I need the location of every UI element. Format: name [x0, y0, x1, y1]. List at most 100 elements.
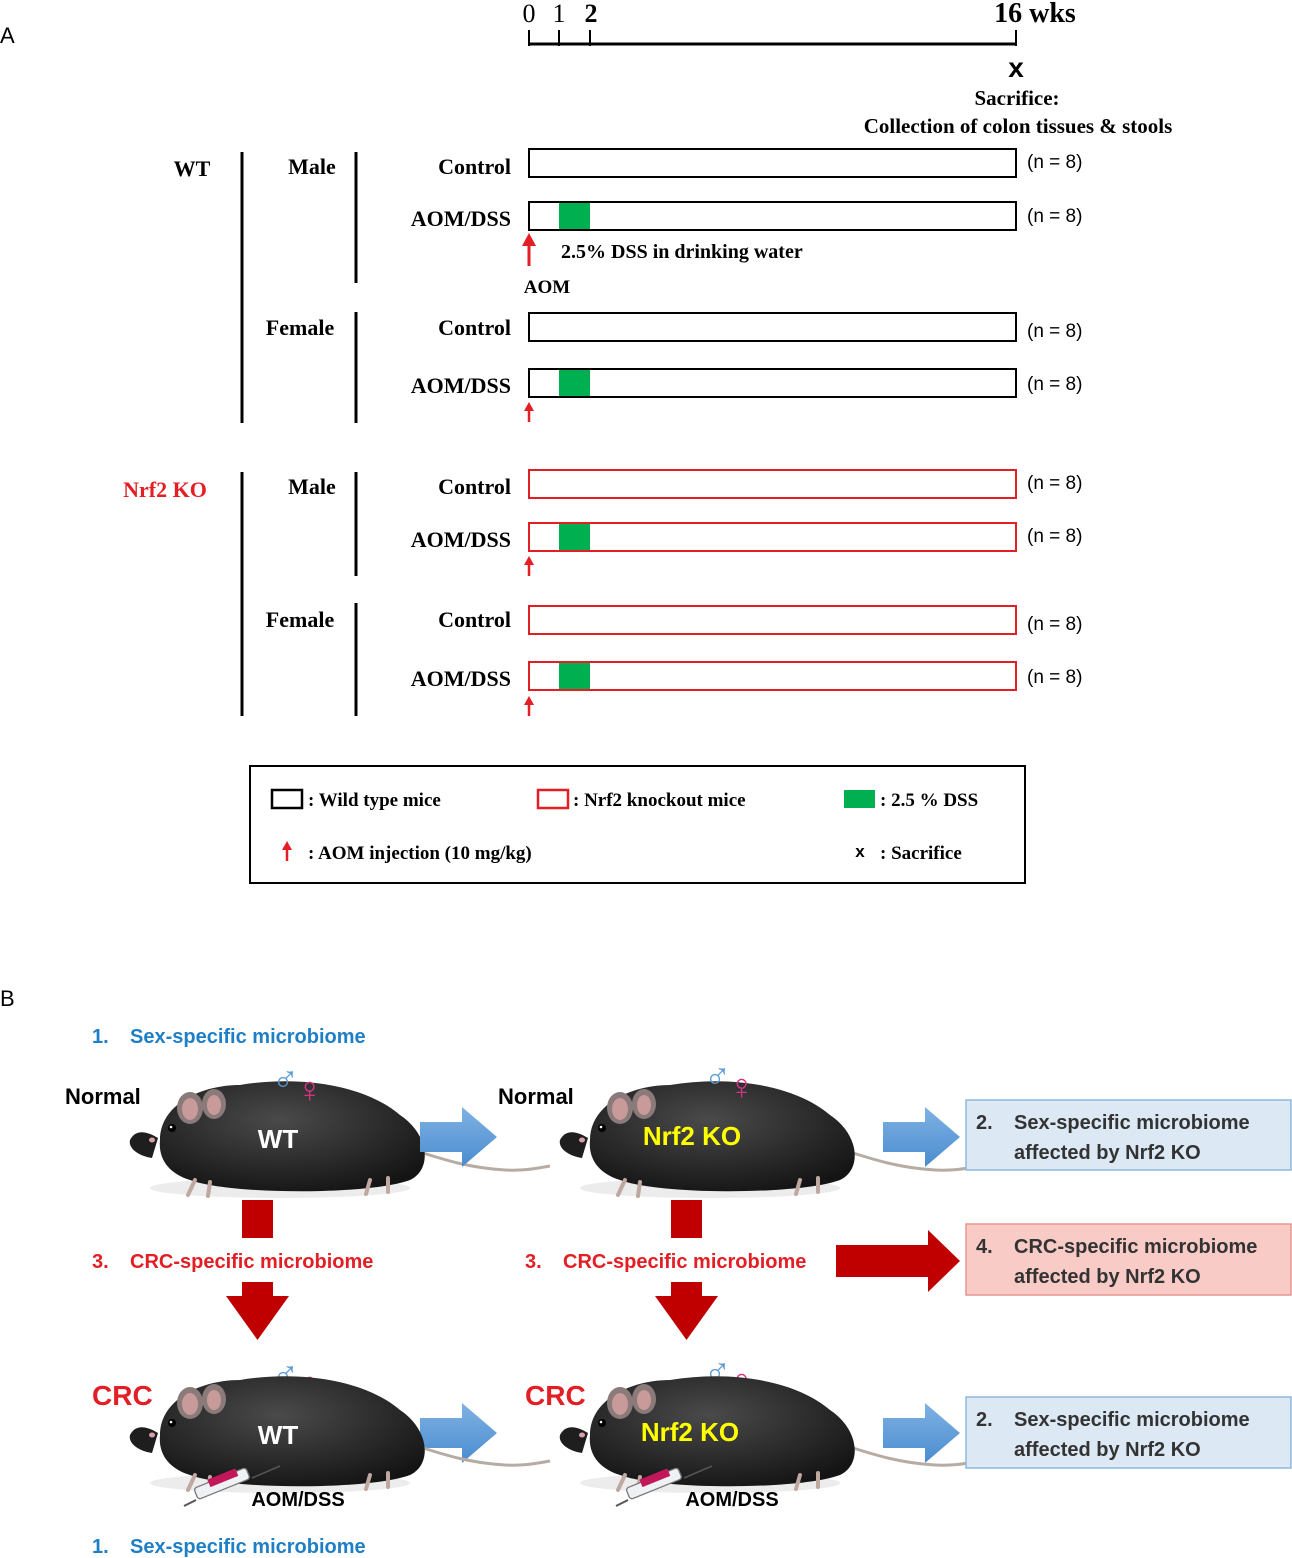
sex-label-ko-female: Female [266, 607, 335, 632]
legend-wt-swatch [270, 788, 304, 810]
result-box-2-bottom-num: 2. [976, 1409, 993, 1431]
aom-arrow-icon [524, 402, 534, 422]
n-label: (n = 8) [1027, 321, 1082, 342]
panel-b-label: B [0, 986, 15, 1011]
sex-label-wt-male: Male [288, 154, 336, 179]
genotype-ko-label: Nrf2 KO [123, 477, 207, 502]
legend-dss: : 2.5 % DSS [880, 790, 978, 811]
red-arrow-right-icon [836, 1230, 960, 1292]
crc-label-wt: CRC [92, 1380, 153, 1411]
male-symbol-icon: ♂ [704, 1054, 731, 1095]
legend-dss-swatch [844, 790, 875, 808]
aom-arrow-icon [524, 556, 534, 576]
mouse-ko-label: Nrf2 KO [643, 1121, 741, 1151]
mouse-wt-crc-label: WT [258, 1420, 299, 1450]
group-label-aomdss: AOM/DSS [411, 666, 511, 691]
result-box-4-num: 4. [976, 1236, 993, 1258]
bar-ko-female-aomdss [528, 661, 1017, 691]
bar-wt-male-aomdss [528, 201, 1017, 231]
step3-wt-text: CRC-specific microbiome [130, 1251, 373, 1273]
result-box-2-bottom-line2: affected by Nrf2 KO [1014, 1439, 1201, 1461]
sex-label-ko-male: Male [288, 474, 336, 499]
n-label: (n = 8) [1027, 526, 1082, 547]
group-brackets [240, 152, 358, 716]
result-box-2-bottom: 2. Sex-specific microbiome affected by N… [965, 1396, 1292, 1469]
bar-wt-male-control [528, 148, 1017, 178]
group-label-control: Control [438, 154, 511, 179]
aom-arrow-icon [522, 233, 536, 266]
treatment-label-ko: AOM/DSS [685, 1489, 778, 1511]
n-label: (n = 8) [1027, 667, 1082, 688]
blue-arrow-icon [420, 1107, 497, 1167]
mouse-wt-label: WT [258, 1124, 299, 1154]
bar-ko-male-aomdss [528, 522, 1017, 552]
legend-knockout: : Nrf2 knockout mice [573, 790, 746, 811]
n-label: (n = 8) [1027, 614, 1082, 635]
bar-wt-female-aomdss [528, 368, 1017, 398]
step3-wt-num: 3. [92, 1251, 109, 1273]
result-box-2-top: 2. Sex-specific microbiome affected by N… [965, 1099, 1292, 1171]
timeline-tick-16: 16 wks [994, 0, 1076, 29]
group-label-control: Control [438, 315, 511, 340]
group-label-control: Control [438, 607, 511, 632]
normal-label-wt: Normal [65, 1084, 141, 1109]
result-box-4: 4. CRC-specific microbiome affected by N… [965, 1223, 1292, 1296]
result-box-4-line1: CRC-specific microbiome [1014, 1236, 1257, 1258]
normal-label-ko: Normal [498, 1084, 574, 1109]
legend-sacrifice: : Sacrifice [880, 843, 962, 864]
crc-label-ko: CRC [525, 1380, 586, 1411]
step1-top-text: Sex-specific microbiome [130, 1026, 366, 1048]
dss-block [559, 370, 590, 396]
sex-label-wt-female: Female [266, 315, 335, 340]
dss-block [559, 524, 590, 550]
group-label-aomdss: AOM/DSS [411, 527, 511, 552]
n-label: (n = 8) [1027, 152, 1082, 173]
aom-arrow-icon [524, 696, 534, 716]
result-box-2-top-line1: Sex-specific microbiome [1014, 1112, 1250, 1134]
male-symbol-icon: ♂ [272, 1057, 299, 1098]
female-symbol-icon: ♀ [728, 1066, 755, 1107]
bar-ko-male-control [528, 469, 1017, 499]
red-arrow-down-icon [226, 1200, 289, 1340]
aom-label: AOM [524, 277, 571, 298]
timeline-tick-2: 2 [585, 0, 598, 28]
legend-sacrifice-icon: x [855, 842, 865, 861]
sacrifice-mark-icon: x [1008, 52, 1024, 83]
result-box-4-line2: affected by Nrf2 KO [1014, 1266, 1201, 1288]
timeline-tick-0: 0 [523, 0, 536, 28]
genotype-wt-label: WT [174, 156, 211, 181]
female-symbol-icon: ♀ [296, 1069, 323, 1110]
blue-arrow-icon [883, 1403, 960, 1463]
sacrifice-title: Sacrifice: [974, 86, 1059, 110]
result-box-2-bottom-line1: Sex-specific microbiome [1014, 1409, 1250, 1431]
legend-wild-type: : Wild type mice [308, 790, 441, 811]
treatment-label-wt: AOM/DSS [251, 1489, 344, 1511]
n-label: (n = 8) [1027, 374, 1082, 395]
dss-block [559, 203, 590, 229]
n-label: (n = 8) [1027, 473, 1082, 494]
n-label: (n = 8) [1027, 206, 1082, 227]
timeline-tick-1: 1 [553, 0, 566, 28]
bar-ko-female-control [528, 605, 1017, 635]
red-arrow-down-icon [655, 1200, 718, 1340]
result-box-2-top-num: 2. [976, 1112, 993, 1134]
legend-ko-swatch [536, 788, 570, 810]
bar-wt-female-control [528, 312, 1017, 342]
panel-a-label: A [0, 23, 15, 48]
timeline: 0 1 2 16 wks x Sacrifice: Collection of … [523, 0, 1173, 138]
dss-note: 2.5% DSS in drinking water [561, 241, 803, 263]
blue-arrow-icon [883, 1107, 960, 1167]
legend-aom: : AOM injection (10 mg/kg) [308, 843, 532, 864]
step1-bottom-num: 1. [92, 1536, 109, 1558]
step3-ko-text: CRC-specific microbiome [563, 1251, 806, 1273]
group-label-control: Control [438, 474, 511, 499]
dss-block [559, 663, 590, 689]
legend: : Wild type mice : Nrf2 knockout mice : … [249, 765, 1026, 884]
step1-top-num: 1. [92, 1026, 109, 1048]
sacrifice-detail: Collection of colon tissues & stools [864, 114, 1173, 138]
blue-arrow-icon [420, 1403, 497, 1463]
group-label-aomdss: AOM/DSS [411, 373, 511, 398]
mouse-ko-crc-label: Nrf2 KO [641, 1417, 739, 1447]
result-box-2-top-line2: affected by Nrf2 KO [1014, 1142, 1201, 1164]
